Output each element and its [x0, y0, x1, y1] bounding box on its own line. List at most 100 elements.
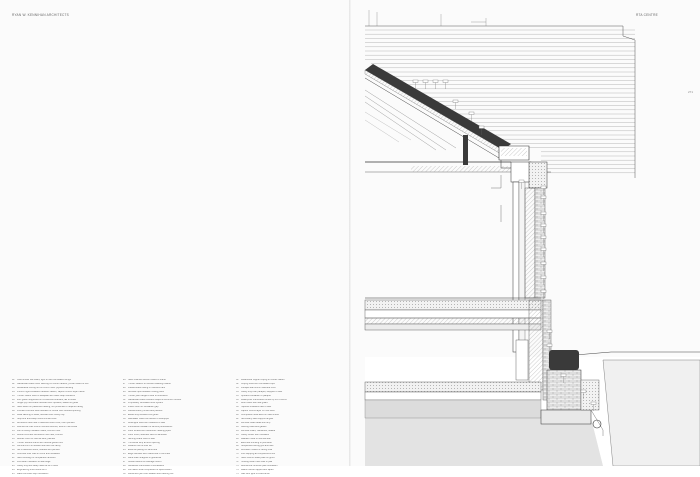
gravel-trench — [580, 379, 600, 411]
note-number: 71 — [236, 457, 239, 460]
note-number: 06 — [12, 398, 15, 401]
note-number: 31 — [123, 398, 126, 401]
note-number: 46 — [123, 457, 126, 460]
steel-post — [463, 135, 468, 165]
note-number: 54 — [236, 390, 239, 393]
note-text: Intumescent sealant to service penetrati… — [128, 425, 173, 428]
note-text: Wall ties at max 450mm vertical centres,… — [17, 425, 78, 428]
note-number: 67 — [236, 441, 239, 444]
note-text: Skirting board fixed to wall — [128, 437, 155, 440]
note-text: Eaves tray dressed into gutter — [128, 414, 159, 417]
note-text: Edge restraint kerb haunched in concrete — [128, 453, 171, 456]
note-text: Sand blinding on compacted hardcore — [17, 457, 56, 460]
note-text: Floor screed with underfloor heating pip… — [128, 429, 171, 432]
note-text: Fire stopping at compartment line — [241, 453, 276, 456]
leader-tag — [518, 179, 525, 183]
note-text: Full fill cavity insulation batts, 100mm… — [17, 429, 61, 432]
external-ground — [602, 359, 700, 466]
leader-tag — [540, 223, 547, 227]
note-number: 52 — [236, 382, 239, 385]
note-text: Concrete floor slab on DPM and insulatio… — [17, 453, 61, 456]
note-number: 22 — [12, 461, 15, 464]
leader-tag — [412, 79, 419, 83]
leader-tag — [580, 389, 587, 393]
note-number: 41 — [123, 437, 126, 440]
facade-cladding-lines — [365, 29, 635, 173]
note-number: 60 — [236, 414, 239, 417]
section-drawing — [364, 10, 700, 466]
ceiling-members — [364, 111, 412, 143]
leader-tag — [546, 329, 553, 333]
note-number: 72 — [236, 461, 239, 464]
gutter-insulation — [501, 148, 527, 156]
note-number: 59 — [236, 410, 239, 413]
note-text: Electrical trunking to perimeter — [241, 441, 273, 444]
note-text: Suspended ceiling grid and tiles — [241, 445, 274, 448]
right-running-header: RTA CENTRE — [636, 13, 658, 17]
note-text: Floor finish, selected tiles on adhesive — [128, 433, 167, 436]
leader-tag — [478, 125, 485, 129]
note-text: Radon barrier lapped and taped — [241, 468, 274, 471]
note-text: Weathered copper coping on timber batten — [241, 379, 285, 381]
note-text: 150mm rigid insulation between rafters, … — [17, 390, 85, 393]
note-text: Window board, hardwood, sealed — [241, 429, 276, 432]
hardcore-fill — [364, 399, 542, 419]
note-number: 01 — [12, 379, 15, 381]
ground-slab — [364, 381, 542, 393]
note-text: Vapour control layer on roof deck — [241, 410, 275, 413]
lower-insulation — [528, 299, 544, 391]
note-number: 70 — [236, 453, 239, 456]
note-text: Timber joist hangers fixed to blockwork — [128, 394, 168, 397]
note-text: Ductwork routed in ceiling void — [241, 449, 273, 452]
note-text: Steel channel section bolted to frame — [128, 379, 166, 381]
leader-tag — [452, 99, 459, 103]
note-text: Glazing bead and gasket — [241, 425, 267, 428]
note-number: 42 — [123, 441, 126, 444]
leader-tag — [540, 247, 547, 251]
leader-tag — [422, 79, 429, 83]
leader-tag — [540, 211, 547, 215]
note-number: 15 — [12, 433, 15, 436]
note-number: 51 — [236, 379, 239, 381]
note-text: Radiator fixed to internal wall — [241, 437, 271, 440]
soffit-insulation — [411, 166, 511, 172]
note-text: Acoustic quilt between ceiling joists — [128, 390, 164, 393]
roof-rafters — [364, 89, 457, 151]
land-drain — [592, 419, 602, 429]
note-text: Proprietary ventilated soffit system — [128, 402, 164, 405]
note-text: Cavity closer with insulation — [241, 433, 270, 436]
mid-floor-slab — [364, 299, 542, 311]
reveal-lines — [491, 175, 502, 222]
page-gutter — [349, 0, 351, 466]
note-text: Threshold strip at door opening — [128, 441, 160, 444]
note-number: 68 — [236, 445, 239, 448]
note-text: Lead flashing to head, dressed over cavi… — [17, 414, 65, 417]
note-text: Cavity tray over parapet, stepped to fal… — [241, 390, 283, 393]
note-number: 35 — [123, 414, 126, 417]
note-number: 55 — [236, 394, 239, 397]
note-number: 69 — [236, 449, 239, 452]
note-text: Perimeter insulation to slab edge — [17, 461, 51, 464]
note-text: Plasterboard ceiling on resilient bars — [128, 386, 166, 389]
note-text: Sill of selected stone, bedded and point… — [17, 449, 60, 452]
